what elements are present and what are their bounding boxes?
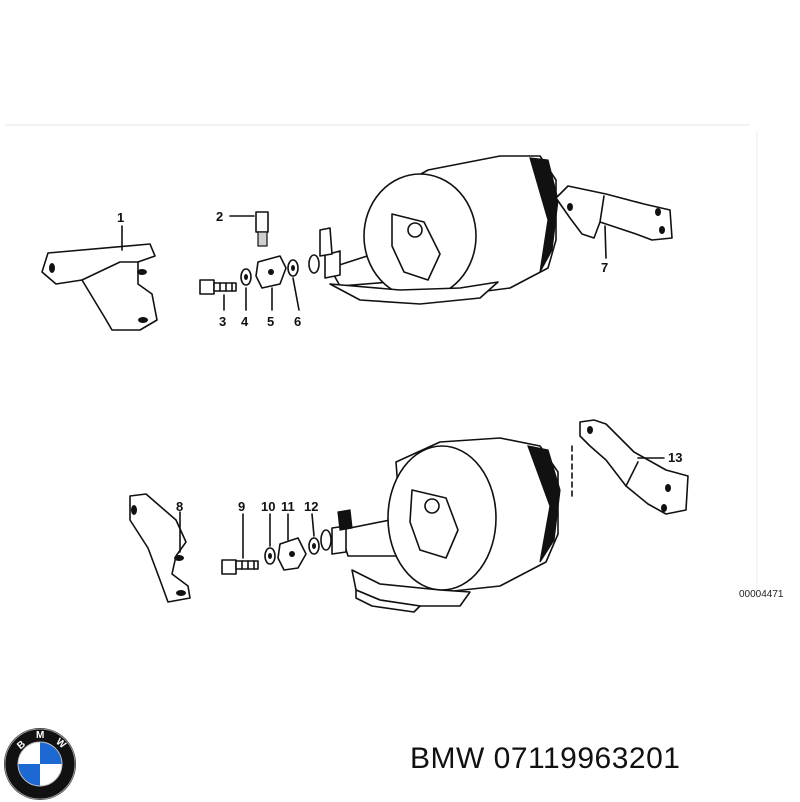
diagram-reference-number: 00004471 — [739, 589, 784, 600]
bracket-part-13 — [571, 419, 689, 515]
label-part-11: 11 — [281, 499, 295, 514]
brand-part-number: BMW 07119963201 — [410, 742, 680, 776]
banjo-fitting-part-11 — [277, 513, 307, 571]
part-number: 07119963201 — [493, 742, 681, 775]
washer-part-4 — [240, 268, 252, 311]
bracket-part-7 — [555, 185, 673, 259]
label-part-13: 13 — [668, 450, 682, 465]
label-part-3: 3 — [219, 314, 226, 329]
label-part-5: 5 — [267, 314, 274, 329]
label-part-4: 4 — [241, 314, 249, 329]
banjo-fitting-part-5 — [255, 255, 287, 311]
logo-letter-m: M — [36, 730, 44, 741]
bleed-screw-part-2 — [229, 211, 269, 247]
label-part-1: 1 — [117, 210, 124, 225]
label-part-10: 10 — [261, 499, 275, 514]
bolt-part-9 — [221, 513, 259, 575]
brand-name: BMW — [410, 742, 485, 775]
label-part-7: 7 — [601, 260, 608, 275]
bolt-part-3 — [199, 279, 237, 311]
label-part-9: 9 — [238, 499, 245, 514]
label-part-8: 8 — [176, 499, 183, 514]
label-part-6: 6 — [294, 314, 301, 329]
washer-part-6 — [287, 259, 300, 311]
brake-booster-top — [308, 155, 559, 305]
label-part-12: 12 — [304, 499, 318, 514]
washer-part-10 — [264, 513, 276, 565]
washer-part-12 — [308, 513, 320, 555]
bracket-part-8 — [129, 493, 191, 603]
brake-booster-bottom — [320, 437, 561, 613]
bracket-part-1 — [41, 225, 158, 331]
bmw-logo: B M W — [4, 728, 76, 800]
label-part-2: 2 — [216, 209, 223, 224]
